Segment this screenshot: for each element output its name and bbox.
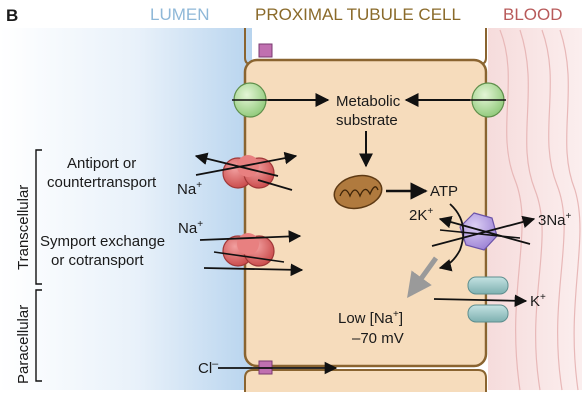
low-na-label: Low [Na+] bbox=[338, 309, 403, 327]
antiport-arrow-out bbox=[194, 152, 279, 177]
tight-junction-top bbox=[258, 43, 273, 58]
three-na-label: 3Na+ bbox=[538, 211, 572, 229]
na-k-pump bbox=[459, 212, 498, 251]
header-blood: BLOOD bbox=[503, 5, 563, 24]
symport-arrow-upper bbox=[199, 230, 302, 243]
mitochondrion-icon bbox=[333, 174, 383, 210]
symport-label-line2: or cotransport bbox=[51, 252, 144, 269]
pump-line-mid bbox=[439, 229, 521, 239]
k-efflux-arrow bbox=[433, 294, 528, 308]
cl-label: Cl– bbox=[198, 358, 219, 377]
low-na-gradient-arrow bbox=[407, 256, 439, 299]
metabolic-label-line2: substrate bbox=[336, 112, 398, 129]
pump-na-out-arrow bbox=[431, 215, 536, 247]
paracellular-bracket bbox=[35, 289, 42, 382]
k-channel bbox=[467, 276, 509, 323]
antiport-line-lower bbox=[257, 179, 293, 191]
lumen-region bbox=[0, 28, 252, 390]
transcellular-bracket bbox=[35, 149, 42, 285]
k-out-label: K+ bbox=[530, 292, 546, 310]
paracellular-label: Paracellular bbox=[15, 305, 32, 384]
antiport-label-line2: countertransport bbox=[47, 174, 157, 191]
symport-na-label: Na+ bbox=[178, 219, 203, 237]
membrane-potential-label: –70 mV bbox=[352, 330, 404, 347]
symport-line-mid bbox=[213, 251, 285, 263]
panel-letter: B bbox=[6, 6, 18, 25]
atp-to-pump-arc bbox=[438, 203, 465, 272]
two-k-label: 2K+ bbox=[409, 206, 433, 224]
pump-k-in-arrow bbox=[438, 215, 531, 245]
header-cell: PROXIMAL TUBULE CELL bbox=[255, 5, 461, 24]
header-lumen: LUMEN bbox=[150, 5, 210, 24]
symport-label-line1: Symport exchange bbox=[40, 233, 165, 250]
atp-label: ATP bbox=[430, 183, 458, 200]
blood-wavy-lines bbox=[499, 29, 581, 391]
metabolic-label-line1: Metabolic bbox=[336, 93, 401, 110]
symport-arrow-lower bbox=[203, 263, 304, 277]
blood-region bbox=[488, 28, 582, 390]
antiport-arrow-in bbox=[195, 151, 298, 176]
transcellular-label: Transcellular bbox=[15, 185, 32, 270]
antiport-na-label: Na+ bbox=[177, 180, 202, 198]
antiport-label-line1: Antiport or bbox=[67, 155, 136, 172]
basolateral-substrate-carrier bbox=[470, 82, 506, 118]
apical-substrate-carrier bbox=[232, 82, 268, 118]
